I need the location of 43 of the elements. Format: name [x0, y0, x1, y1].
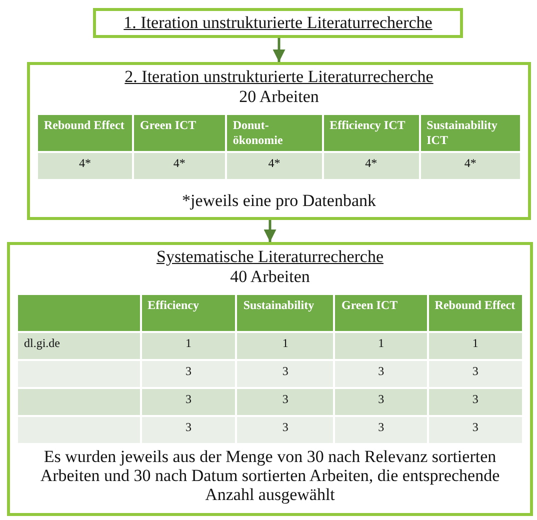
arrow	[272, 38, 286, 62]
table-cell: 4*	[226, 153, 322, 179]
table-cell: dl.gi.de	[18, 333, 140, 359]
table-cell: 3	[335, 361, 427, 387]
header-cell: Donut-ökonomie	[226, 115, 322, 151]
table-cell: 3	[237, 361, 334, 387]
table-cell: 3	[428, 361, 522, 387]
table-cell: 3	[142, 361, 236, 387]
table-cell: 3	[428, 417, 522, 443]
table-cell: 3	[142, 389, 236, 415]
header-cell: Sustainability ICT	[420, 115, 520, 151]
heading-text: 1. Iteration unstrukturierte Literaturrecherche	[124, 13, 432, 33]
table-cell: 3	[335, 417, 427, 443]
table-cell: 4*	[420, 153, 520, 179]
note-text: Es wurden jeweils aus der Menge von 30 nach Relevanz sortierten Arbeiten und 30 nach Datum sortierten Arbeiten, die entsprechende Anzahl ausgewählt	[39, 447, 501, 504]
header-cell: Efficiency	[142, 295, 236, 331]
table-cell: 4*	[134, 153, 225, 179]
process-box	[93, 8, 463, 38]
header-cell: Green ICT	[134, 115, 225, 151]
table-cell: 1	[428, 333, 522, 359]
header-cell: Efficiency ICT	[324, 115, 419, 151]
arrow	[264, 220, 276, 242]
heading-text: Systematische Literaturrecherche	[156, 247, 384, 267]
header-cell: Rebound Effect	[428, 295, 522, 331]
process-box	[27, 62, 531, 220]
table-cell: 1	[142, 333, 236, 359]
table-cell: 3	[237, 389, 334, 415]
table-cell: 4*	[324, 153, 419, 179]
process-box	[7, 242, 533, 516]
count-text: 40 Arbeiten	[230, 267, 310, 287]
count-text: 20 Arbeiten	[239, 87, 319, 107]
table-cell: 1	[237, 333, 334, 359]
table-cell: 3	[237, 417, 334, 443]
table-cell: 3	[142, 417, 236, 443]
header-cell: Green ICT	[335, 295, 427, 331]
table-cell: 1	[335, 333, 427, 359]
header-cell: Sustainability	[237, 295, 334, 331]
table-cell: 3	[428, 389, 522, 415]
note-text: *jeweils eine pro Datenbank	[182, 191, 376, 210]
table-cell: 3	[335, 389, 427, 415]
heading-text: 2. Iteration unstrukturierte Literaturrecherche	[124, 67, 434, 87]
table-cell: 4*	[38, 153, 132, 179]
header-cell: Rebound Effect	[38, 115, 132, 151]
